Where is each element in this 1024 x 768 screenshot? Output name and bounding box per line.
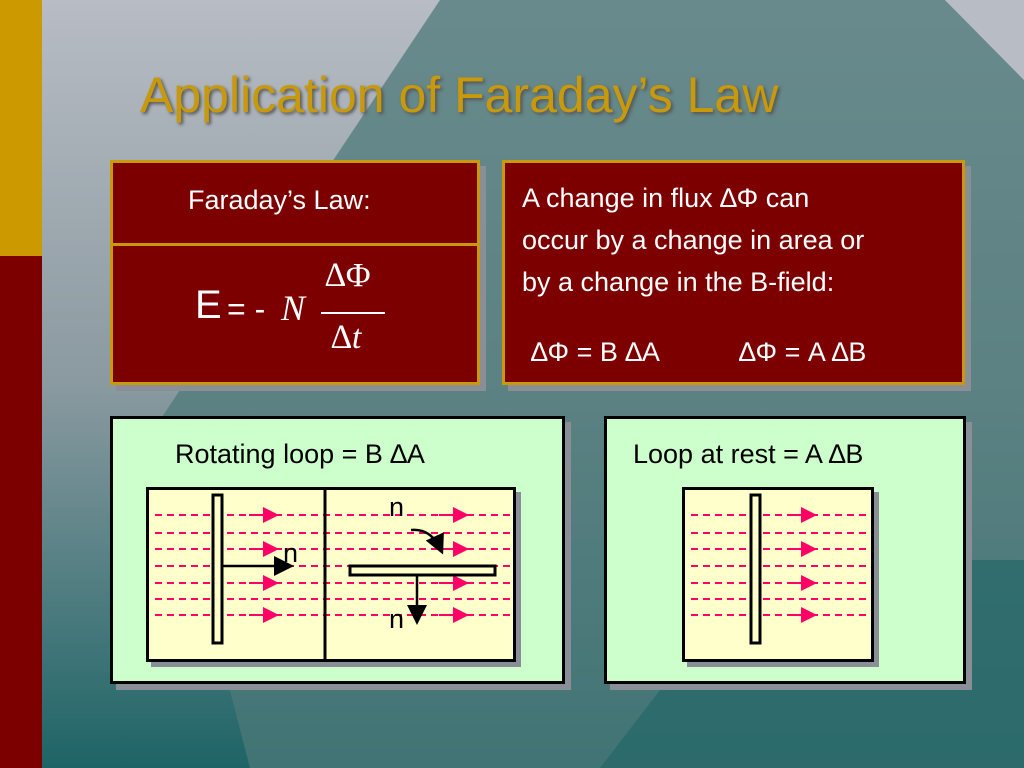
flux-change-box: A change in flux ∆Φ can occur by a chang… (502, 160, 965, 385)
normal-label-top: n (389, 492, 405, 522)
faraday-law-header: Faraday’s Law: (113, 163, 477, 246)
fraction-bar (321, 312, 385, 314)
time-change-denominator: ∆t (331, 319, 362, 356)
rotation-arrow (410, 528, 444, 555)
equals-minus: = - (227, 291, 266, 327)
loop-edge-on-horizontal (348, 564, 497, 577)
loop-edge-on-vertical (211, 493, 224, 645)
faraday-law-label: Faraday’s Law: (188, 185, 371, 215)
flux-change-numerator: ∆Φ (325, 257, 371, 294)
loop-at-rest-caption: Loop at rest = A ∆B (633, 439, 864, 469)
rest-field-panel (682, 487, 874, 662)
stationary-loop-edge (749, 493, 762, 645)
area-change-equation: ∆Φ = B ∆A (531, 337, 660, 367)
rotating-field-panel: n n n (146, 487, 516, 662)
flux-text-line-3: by a change in the B-field: (522, 267, 835, 297)
rest-field-diagram (691, 493, 867, 645)
normal-label-left: n (283, 538, 299, 568)
emf-symbol: E (195, 283, 222, 327)
flux-text-line-2: occur by a change in area or (522, 225, 865, 255)
n-turns-symbol: N (281, 288, 306, 328)
field-change-equation: ∆Φ = A ∆B (739, 337, 867, 367)
slide-title: Application of Faraday’s Law (140, 67, 779, 123)
flux-text-line-1: A change in flux ∆Φ can (522, 183, 810, 213)
rotating-loop-box: Rotating loop = B ∆A (110, 416, 565, 684)
normal-label-bottom: n (389, 604, 405, 634)
loop-at-rest-box: Loop at rest = A ∆B (604, 416, 966, 684)
rotating-field-diagram (155, 490, 511, 659)
faraday-law-box: Faraday’s Law: E = - N ∆Φ ∆t (110, 160, 480, 385)
rotating-loop-caption: Rotating loop = B ∆A (175, 439, 425, 469)
